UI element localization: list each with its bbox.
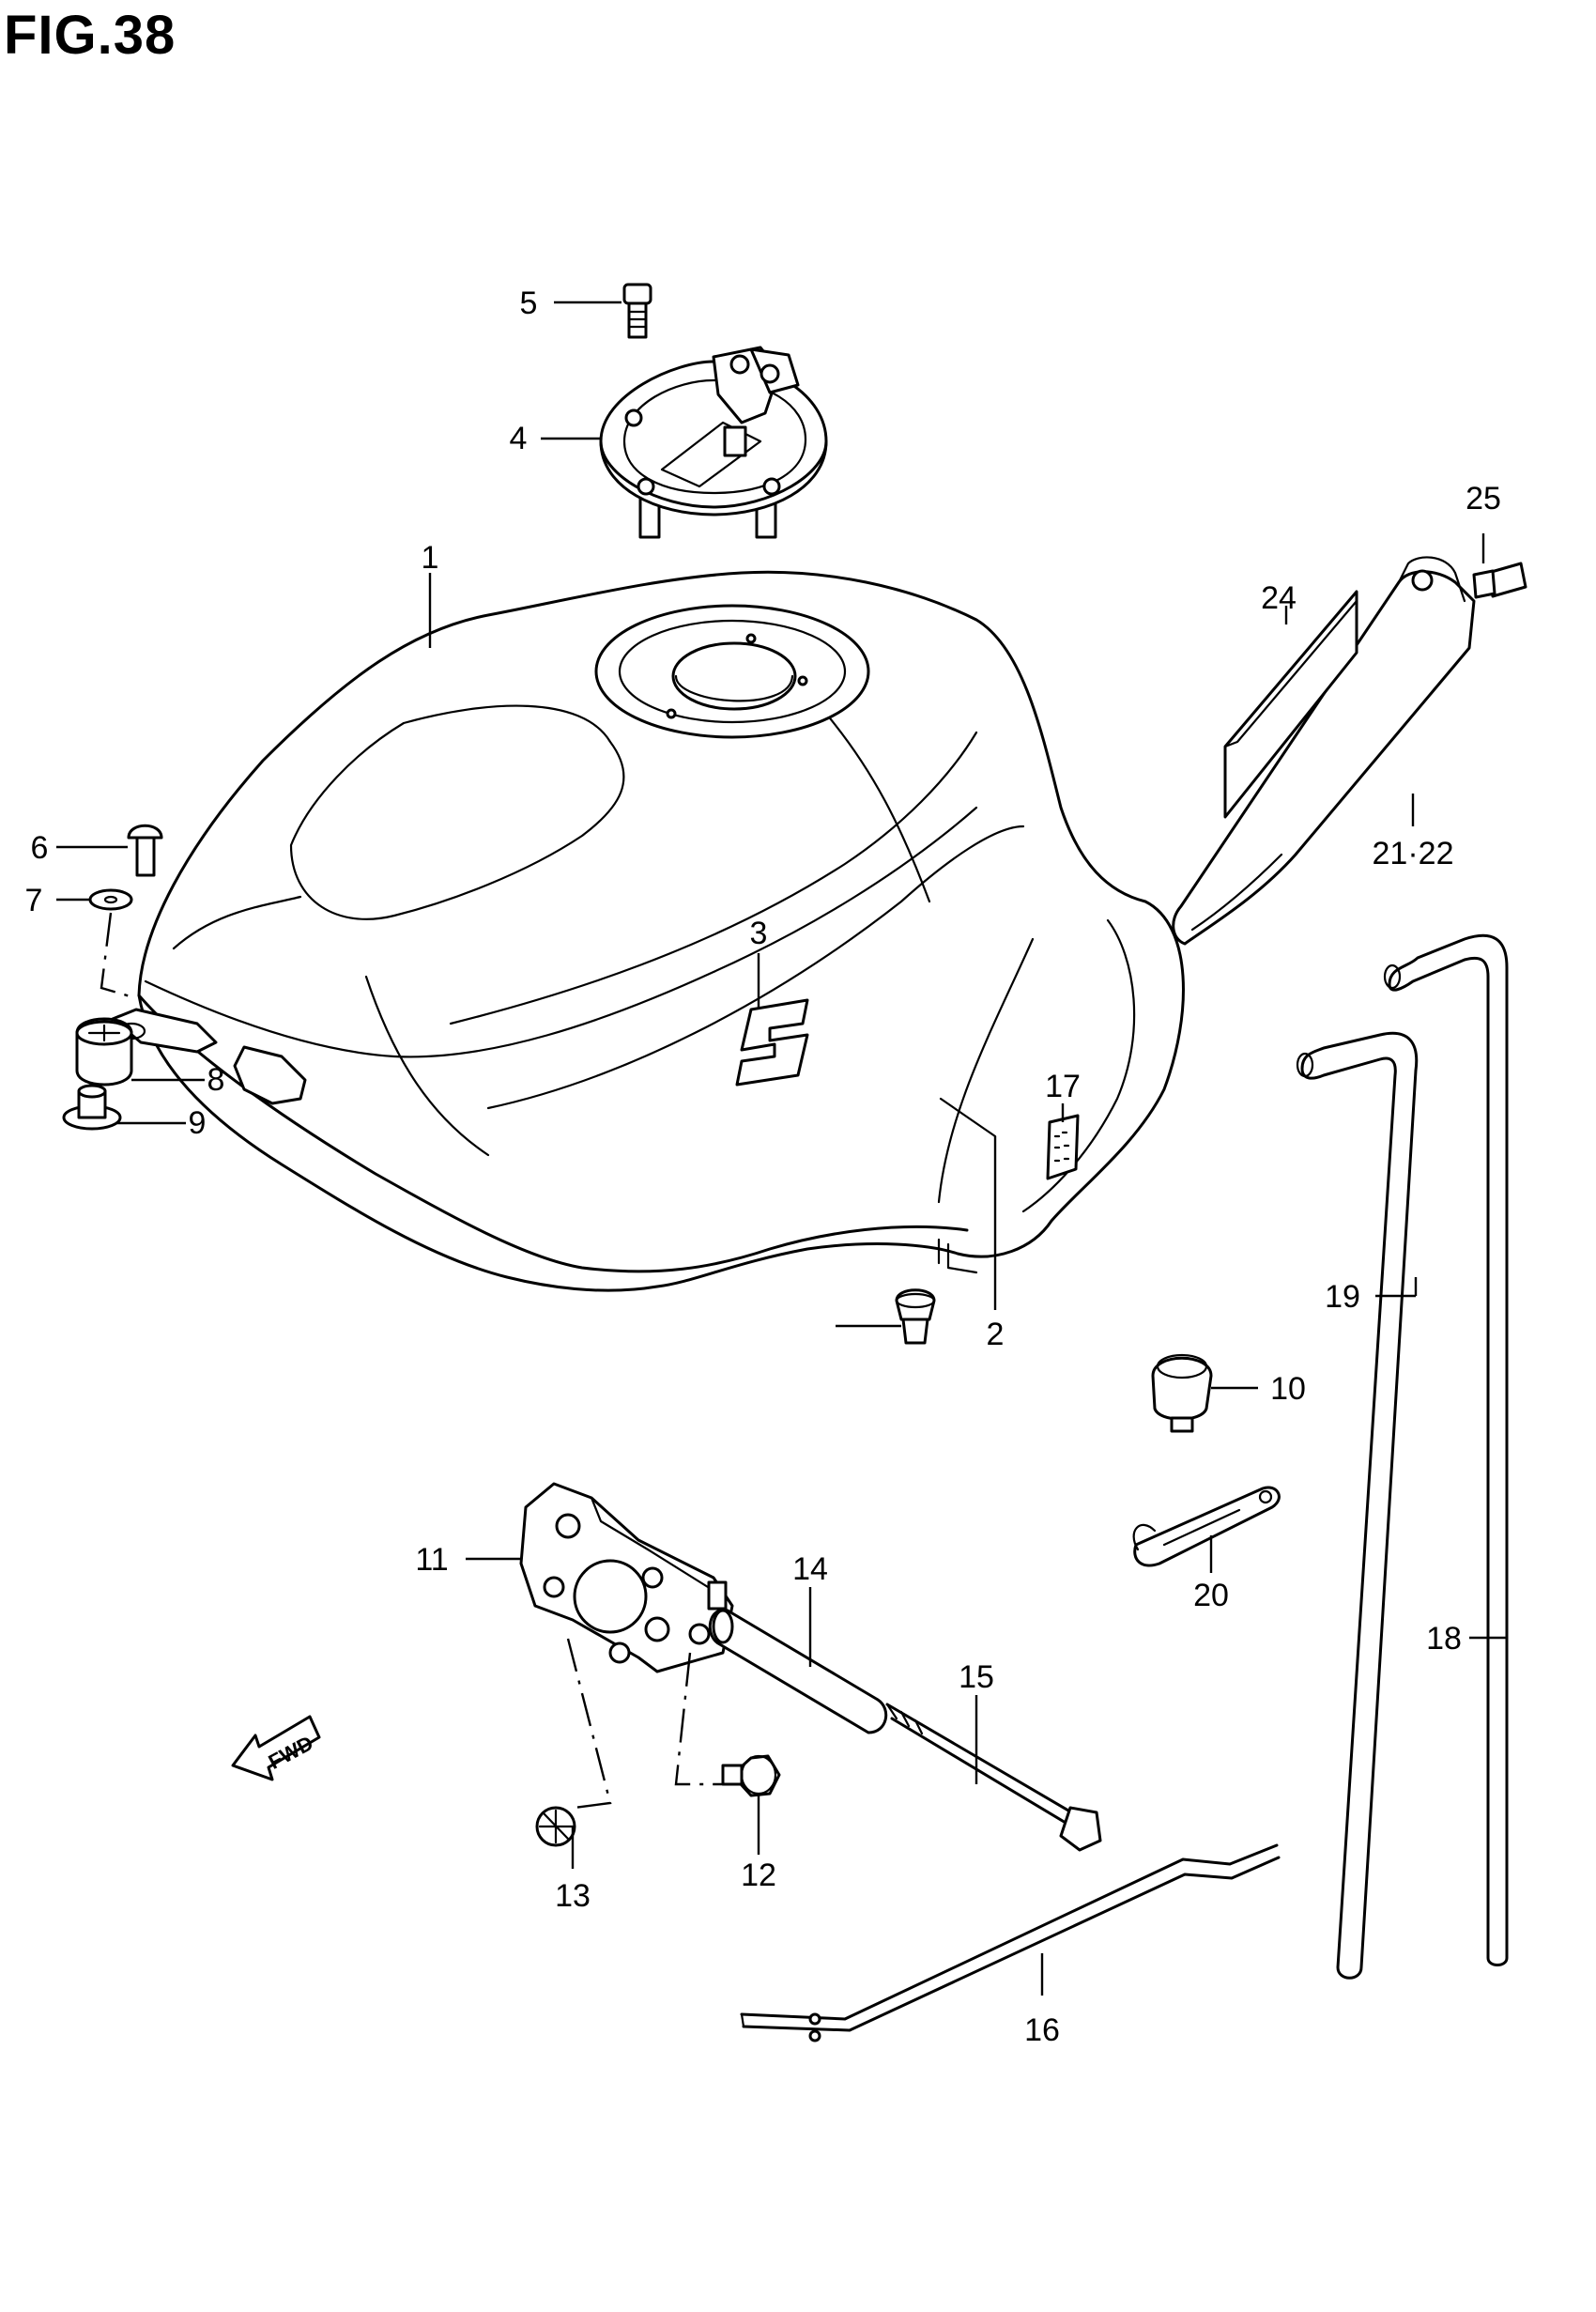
part-19-hose [1296,1031,1419,1980]
part-14-tube [707,1580,888,1734]
callout-13: 13 [555,1878,591,1914]
part-8-cushion [75,1017,133,1087]
callout-10: 10 [1270,1371,1306,1407]
part-9-collar [62,1084,122,1131]
callout-5: 5 [520,285,538,321]
part-4-fuel-cap [599,346,828,539]
callout-15: 15 [959,1659,994,1695]
part-13-cushion [535,1806,576,1847]
callout-17: 17 [1045,1069,1081,1104]
part-3-emblem [735,998,809,1087]
callout-12: 12 [741,1857,776,1893]
part-16-rod [740,1843,1281,2042]
part-5-bolt [622,283,652,339]
callout-6: 6 [31,830,49,866]
part-11-bracket [519,1482,734,1673]
callout-11: 11 [415,1542,448,1578]
part-20-bracket [1132,1486,1281,1567]
part-1-fuel-tank [111,570,1185,1292]
callout-7: 7 [25,883,43,918]
part-12-bolt [721,1754,781,1797]
callout-labels: 5 4 1 6 7 8 9 3 17 2 10 11 14 15 20 19 1… [25,285,1501,2048]
fwd-arrow: FWD [231,1715,321,1781]
callout-3: 3 [750,916,768,951]
part-21-22-side-cover [1172,556,1476,946]
callout-9: 9 [189,1105,207,1141]
part-24-clip [1472,562,1527,599]
part-18-hose [1383,933,1509,1966]
callout-8: 8 [207,1062,225,1098]
callout-18: 18 [1426,1621,1462,1657]
callout-4: 4 [510,421,528,456]
part-25-grommet [895,1288,936,1345]
callout-23: 24 [1261,580,1297,616]
callout-1: 1 [422,540,439,576]
callout-19: 19 [1325,1279,1360,1315]
callout-2: 2 [987,1317,1005,1352]
callout-24: 25 [1466,481,1501,516]
callout-16: 16 [1024,2012,1060,2048]
part-23-strip [1223,590,1358,819]
callout-20: 20 [1193,1578,1229,1613]
part-7-washer [88,888,133,911]
leader-lines [56,301,1507,1996]
figure-title: FIG.38 [4,5,176,66]
assembly-line-13 [566,1638,612,1810]
part-15-bolt [885,1703,1102,1852]
callout-21-22: 21·22 [1373,836,1454,871]
assembly-line-12 [674,1652,725,1786]
callout-14: 14 [792,1551,828,1587]
part-10-cushion [1151,1353,1213,1433]
part-6-bolt [127,824,163,877]
part-17-label [1046,1114,1080,1180]
part-2-drain-line [939,1097,997,1138]
